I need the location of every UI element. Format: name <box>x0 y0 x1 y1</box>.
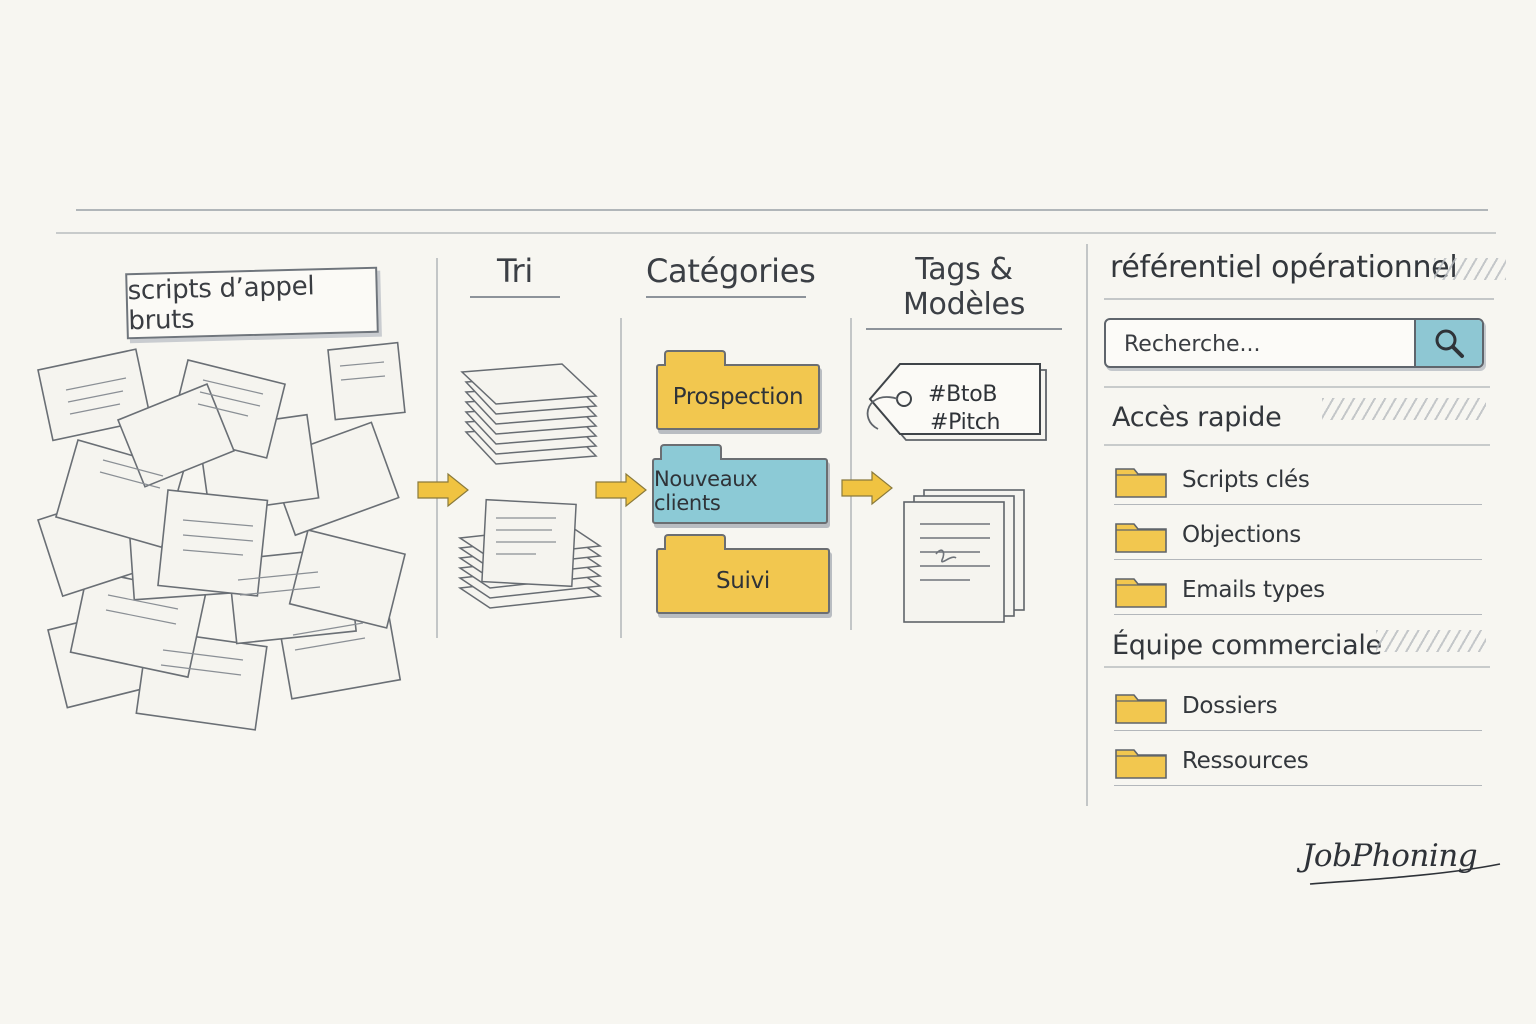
team-item-dossiers[interactable]: Dossiers <box>1114 682 1482 731</box>
panel-title-rule <box>1104 298 1494 300</box>
brand-logo: JobPhoning <box>1302 838 1478 874</box>
quick-access-rule <box>1104 444 1490 446</box>
tag-label-illustration <box>866 363 1047 441</box>
folder-icon <box>1115 694 1167 724</box>
search-icon <box>1435 329 1464 358</box>
templates-document-illustration <box>903 489 1025 623</box>
team-item-ressources[interactable]: Ressources <box>1114 737 1482 786</box>
quick-access-hatch <box>1322 398 1486 420</box>
search-button[interactable] <box>1414 320 1482 366</box>
sorted-stack-illustration <box>457 363 603 609</box>
folder-icon <box>1115 578 1167 608</box>
search-box <box>1104 318 1484 368</box>
folder-icon <box>1115 523 1167 553</box>
divider-panel <box>1086 244 1088 806</box>
stage-title-tri: Tri <box>470 252 560 298</box>
divider-categories-tags <box>850 318 852 630</box>
stage-title-categories: Catégories <box>646 252 816 298</box>
raw-scripts-pile-illustration <box>36 341 406 731</box>
quick-access-label: Emails types <box>1182 577 1325 603</box>
search-input[interactable] <box>1106 320 1426 366</box>
panel-title-hatch <box>1434 258 1506 280</box>
category-folder-prospection[interactable]: Prospection <box>656 350 820 430</box>
divider-tri-categories <box>620 318 622 638</box>
quick-access-item-scripts-cles[interactable]: Scripts clés <box>1114 456 1482 505</box>
team-hatch <box>1376 630 1486 652</box>
tag-pitch[interactable]: #Pitch <box>930 410 1001 435</box>
team-rule <box>1104 666 1490 668</box>
arrow-tri-to-categories <box>595 472 647 508</box>
top-rule <box>76 209 1488 211</box>
header-rule <box>56 232 1496 234</box>
quick-access-label: Scripts clés <box>1182 467 1310 493</box>
arrow-categories-to-tags <box>841 470 893 506</box>
raw-scripts-label: scripts d’appel bruts <box>125 266 379 340</box>
quick-access-label: Objections <box>1182 522 1301 548</box>
quick-access-item-emails-types[interactable]: Emails types <box>1114 566 1482 615</box>
tag-btob[interactable]: #BtoB <box>928 382 998 407</box>
category-folder-nouveaux-clients[interactable]: Nouveaux clients <box>652 444 828 524</box>
stage-title-tags: Tags & Modèles <box>866 252 1062 330</box>
panel-search-rule <box>1104 386 1490 388</box>
panel-title: référentiel opérationnel <box>1110 250 1458 285</box>
section-title-team: Équipe commerciale <box>1112 630 1382 661</box>
quick-access-item-objections[interactable]: Objections <box>1114 511 1482 560</box>
team-label: Ressources <box>1182 748 1309 774</box>
section-title-quick-access: Accès rapide <box>1112 402 1282 433</box>
brand-swoosh <box>1309 863 1501 885</box>
folder-icon <box>1115 468 1167 498</box>
team-label: Dossiers <box>1182 693 1278 719</box>
divider-raw-tri <box>436 258 438 638</box>
folder-icon <box>1115 749 1167 779</box>
category-folder-suivi[interactable]: Suivi <box>656 534 830 614</box>
arrow-raw-to-tri <box>417 472 469 508</box>
